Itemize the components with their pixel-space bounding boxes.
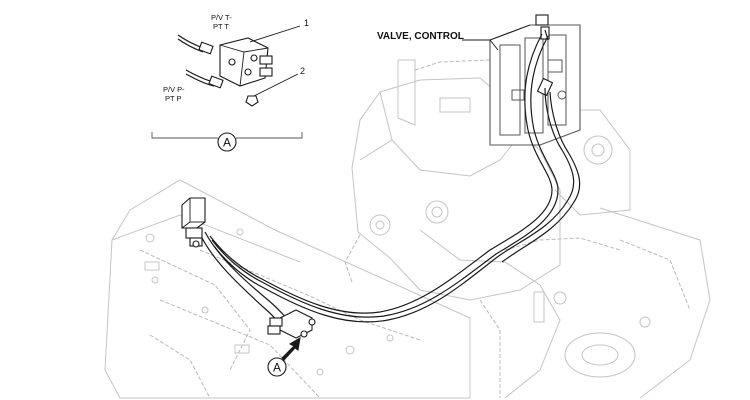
view-a-callout: A [267,357,287,377]
chassis-frame-ghost [104,59,711,399]
pressure-switch-block [181,197,206,248]
detail-a-inset: P/V T- PT T P/V P- PT P 1 2 A [151,13,309,152]
pv-p-label: P/V P- [163,85,185,94]
callout-1-leader [249,25,301,43]
valve-leader-line [462,39,499,51]
control-valve-assembly [489,14,581,146]
valve-control-label: VALVE, CONTROL [377,31,464,42]
pressure-switch-a [267,309,316,339]
view-a-label: A [273,361,281,375]
detail-a-label: A [223,136,231,150]
callout-2: 2 [300,66,305,76]
callout-2-leader [253,73,299,97]
pt-p-label: PT P [165,94,182,103]
callout-1: 1 [304,18,309,28]
pt-t-label: PT T [213,22,229,31]
pv-t-label: P/V T- [211,13,232,22]
arrow-icon [281,337,301,361]
